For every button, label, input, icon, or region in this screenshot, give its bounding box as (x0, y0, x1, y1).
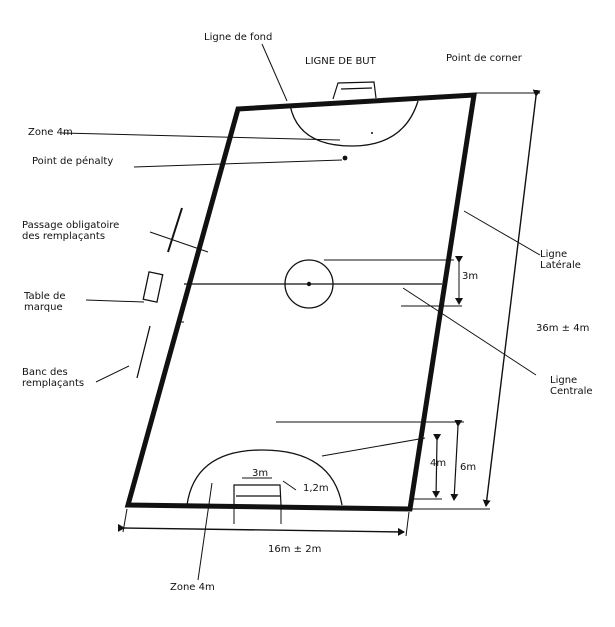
goal-area-bottom (186, 449, 343, 506)
zone-4m-dimension (432, 433, 442, 498)
leader-table (85, 299, 145, 303)
label-table-de-marque: Table de marque (24, 291, 66, 313)
sideline-tick-right (440, 294, 444, 301)
label-ligne-centrale: Ligne Centrale (550, 375, 593, 397)
label-ligne-laterale: Ligne Latérale (540, 249, 581, 271)
goal-posts-ticks (233, 508, 282, 524)
label-goal-depth: 1,2m (303, 483, 329, 494)
mark-top (371, 132, 373, 134)
label-point-de-corner: Point de corner (446, 53, 522, 64)
label-width-dimension: 16m ± 2m (268, 544, 322, 555)
width-ext-right (405, 511, 410, 537)
leader-ligne-centrale (402, 287, 537, 376)
penalty-spot-top (342, 155, 348, 161)
leader-bottom-right (321, 437, 426, 457)
leader-zone-4m-top (61, 132, 341, 141)
label-zone-4m-bottom: Zone 4m (170, 582, 215, 593)
leader-passage (149, 231, 209, 253)
label-banc-des-remplacants: Banc des remplaçants (22, 367, 85, 389)
label-zone-4m-top: Zone 4m (28, 127, 73, 138)
width-dimension (117, 523, 405, 536)
label-ligne-de-but: LIGNE DE BUT (305, 56, 376, 67)
label-ligne-de-fond: Ligne de fond (204, 32, 273, 43)
label-center-radius: 3m (462, 271, 479, 282)
center-spot (306, 281, 312, 287)
length-dimension (482, 89, 541, 507)
goal-top (332, 81, 377, 100)
label-point-de-penalty: Point de pénalty (32, 156, 114, 167)
table-de-marque-shape (142, 271, 164, 303)
goal-area-top (289, 100, 419, 147)
center-circle (284, 259, 334, 309)
label-penalty-distance: 6m (460, 462, 477, 473)
field-boundary (124, 92, 477, 512)
leader-ligne-de-fond (261, 43, 288, 102)
goal-bottom (233, 484, 282, 506)
leader-banc (95, 365, 130, 383)
penalty-6m-dimension (450, 419, 463, 501)
goal-depth-marker (282, 480, 297, 491)
label-length-dimension: 36m ± 4m (536, 323, 590, 334)
leader-penalty (133, 159, 343, 168)
label-zone-depth: 4m (430, 458, 447, 469)
banc-remplacants-line (136, 325, 151, 379)
label-goal-width: 3m (252, 468, 269, 479)
leader-ligne-laterale (463, 210, 541, 256)
leader-zone-4m-bottom (197, 482, 213, 581)
label-passage-obligatoire: Passage obligatoire des remplaçants (22, 220, 120, 242)
passage-marker (167, 207, 183, 253)
